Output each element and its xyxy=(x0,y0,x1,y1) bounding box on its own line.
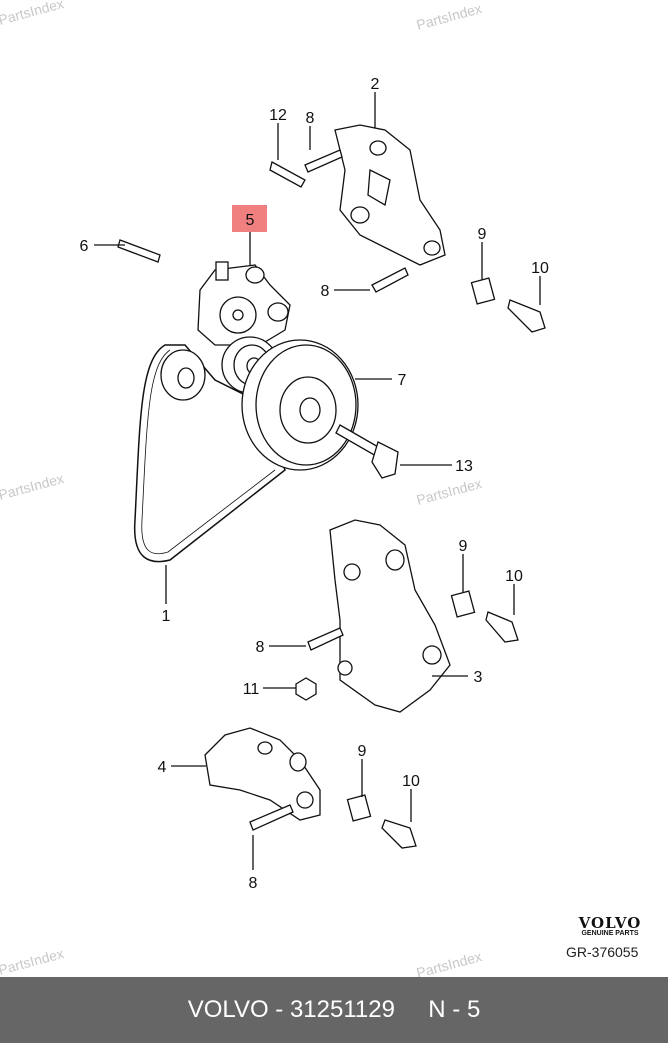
logo-tagline: GENUINE PARTS xyxy=(581,930,639,937)
parts-diagram: PartsIndex PartsIndex PartsIndex PartsIn… xyxy=(0,0,549,977)
part-crank-pulley xyxy=(241,339,359,471)
callout-labels: 2 12 8 5 6 9 10 8 7 13 1 9 10 8 11 3 4 9… xyxy=(80,76,549,892)
callout-8: 8 xyxy=(306,110,315,127)
part-bracket-2 xyxy=(334,124,446,266)
callout-9: 9 xyxy=(478,226,487,243)
part-fasteners xyxy=(117,149,546,849)
callout-1: 1 xyxy=(162,608,171,625)
part-bracket-3 xyxy=(329,519,451,713)
volvo-logo: VOLVO GENUINE PARTS xyxy=(560,914,660,937)
callout-7: 7 xyxy=(398,372,407,389)
callout-9: 9 xyxy=(459,538,468,555)
callout-2: 2 xyxy=(371,76,380,93)
callout-10: 10 xyxy=(531,260,549,277)
watermark: PartsIndex xyxy=(0,945,65,977)
callout-4: 4 xyxy=(158,759,167,776)
callout-12: 12 xyxy=(269,107,287,124)
part-belt xyxy=(134,344,286,563)
footer-part-info: VOLVO - 31251129 N - 5 xyxy=(187,996,481,1023)
watermark: PartsIndex xyxy=(0,0,65,28)
watermark: PartsIndex xyxy=(415,0,484,33)
leader-lines xyxy=(94,92,541,870)
watermark: PartsIndex xyxy=(415,948,484,977)
part-bolt-13 xyxy=(335,424,399,479)
callout-9: 9 xyxy=(358,743,367,760)
callout-8: 8 xyxy=(321,283,330,300)
logo-brand: VOLVO xyxy=(578,914,642,932)
callout-8: 8 xyxy=(256,639,265,656)
footer-bar: VOLVO - 31251129 N - 5 xyxy=(0,977,668,1043)
callout-3: 3 xyxy=(474,669,483,686)
callout-13: 13 xyxy=(455,458,473,475)
part-bracket-4 xyxy=(204,727,321,821)
callout-10: 10 xyxy=(402,773,420,790)
callout-5: 5 xyxy=(246,212,255,229)
callout-11: 11 xyxy=(243,681,260,698)
callout-6: 6 xyxy=(80,238,89,255)
highlight-box xyxy=(232,205,267,232)
part-idler-pulley xyxy=(160,349,206,401)
part-tensioner xyxy=(197,261,291,394)
watermark: PartsIndex xyxy=(415,475,484,508)
callout-10: 10 xyxy=(505,568,523,585)
watermark: PartsIndex xyxy=(0,470,65,503)
callout-8: 8 xyxy=(249,875,258,892)
diagram-code: GR-376055 xyxy=(566,944,639,960)
